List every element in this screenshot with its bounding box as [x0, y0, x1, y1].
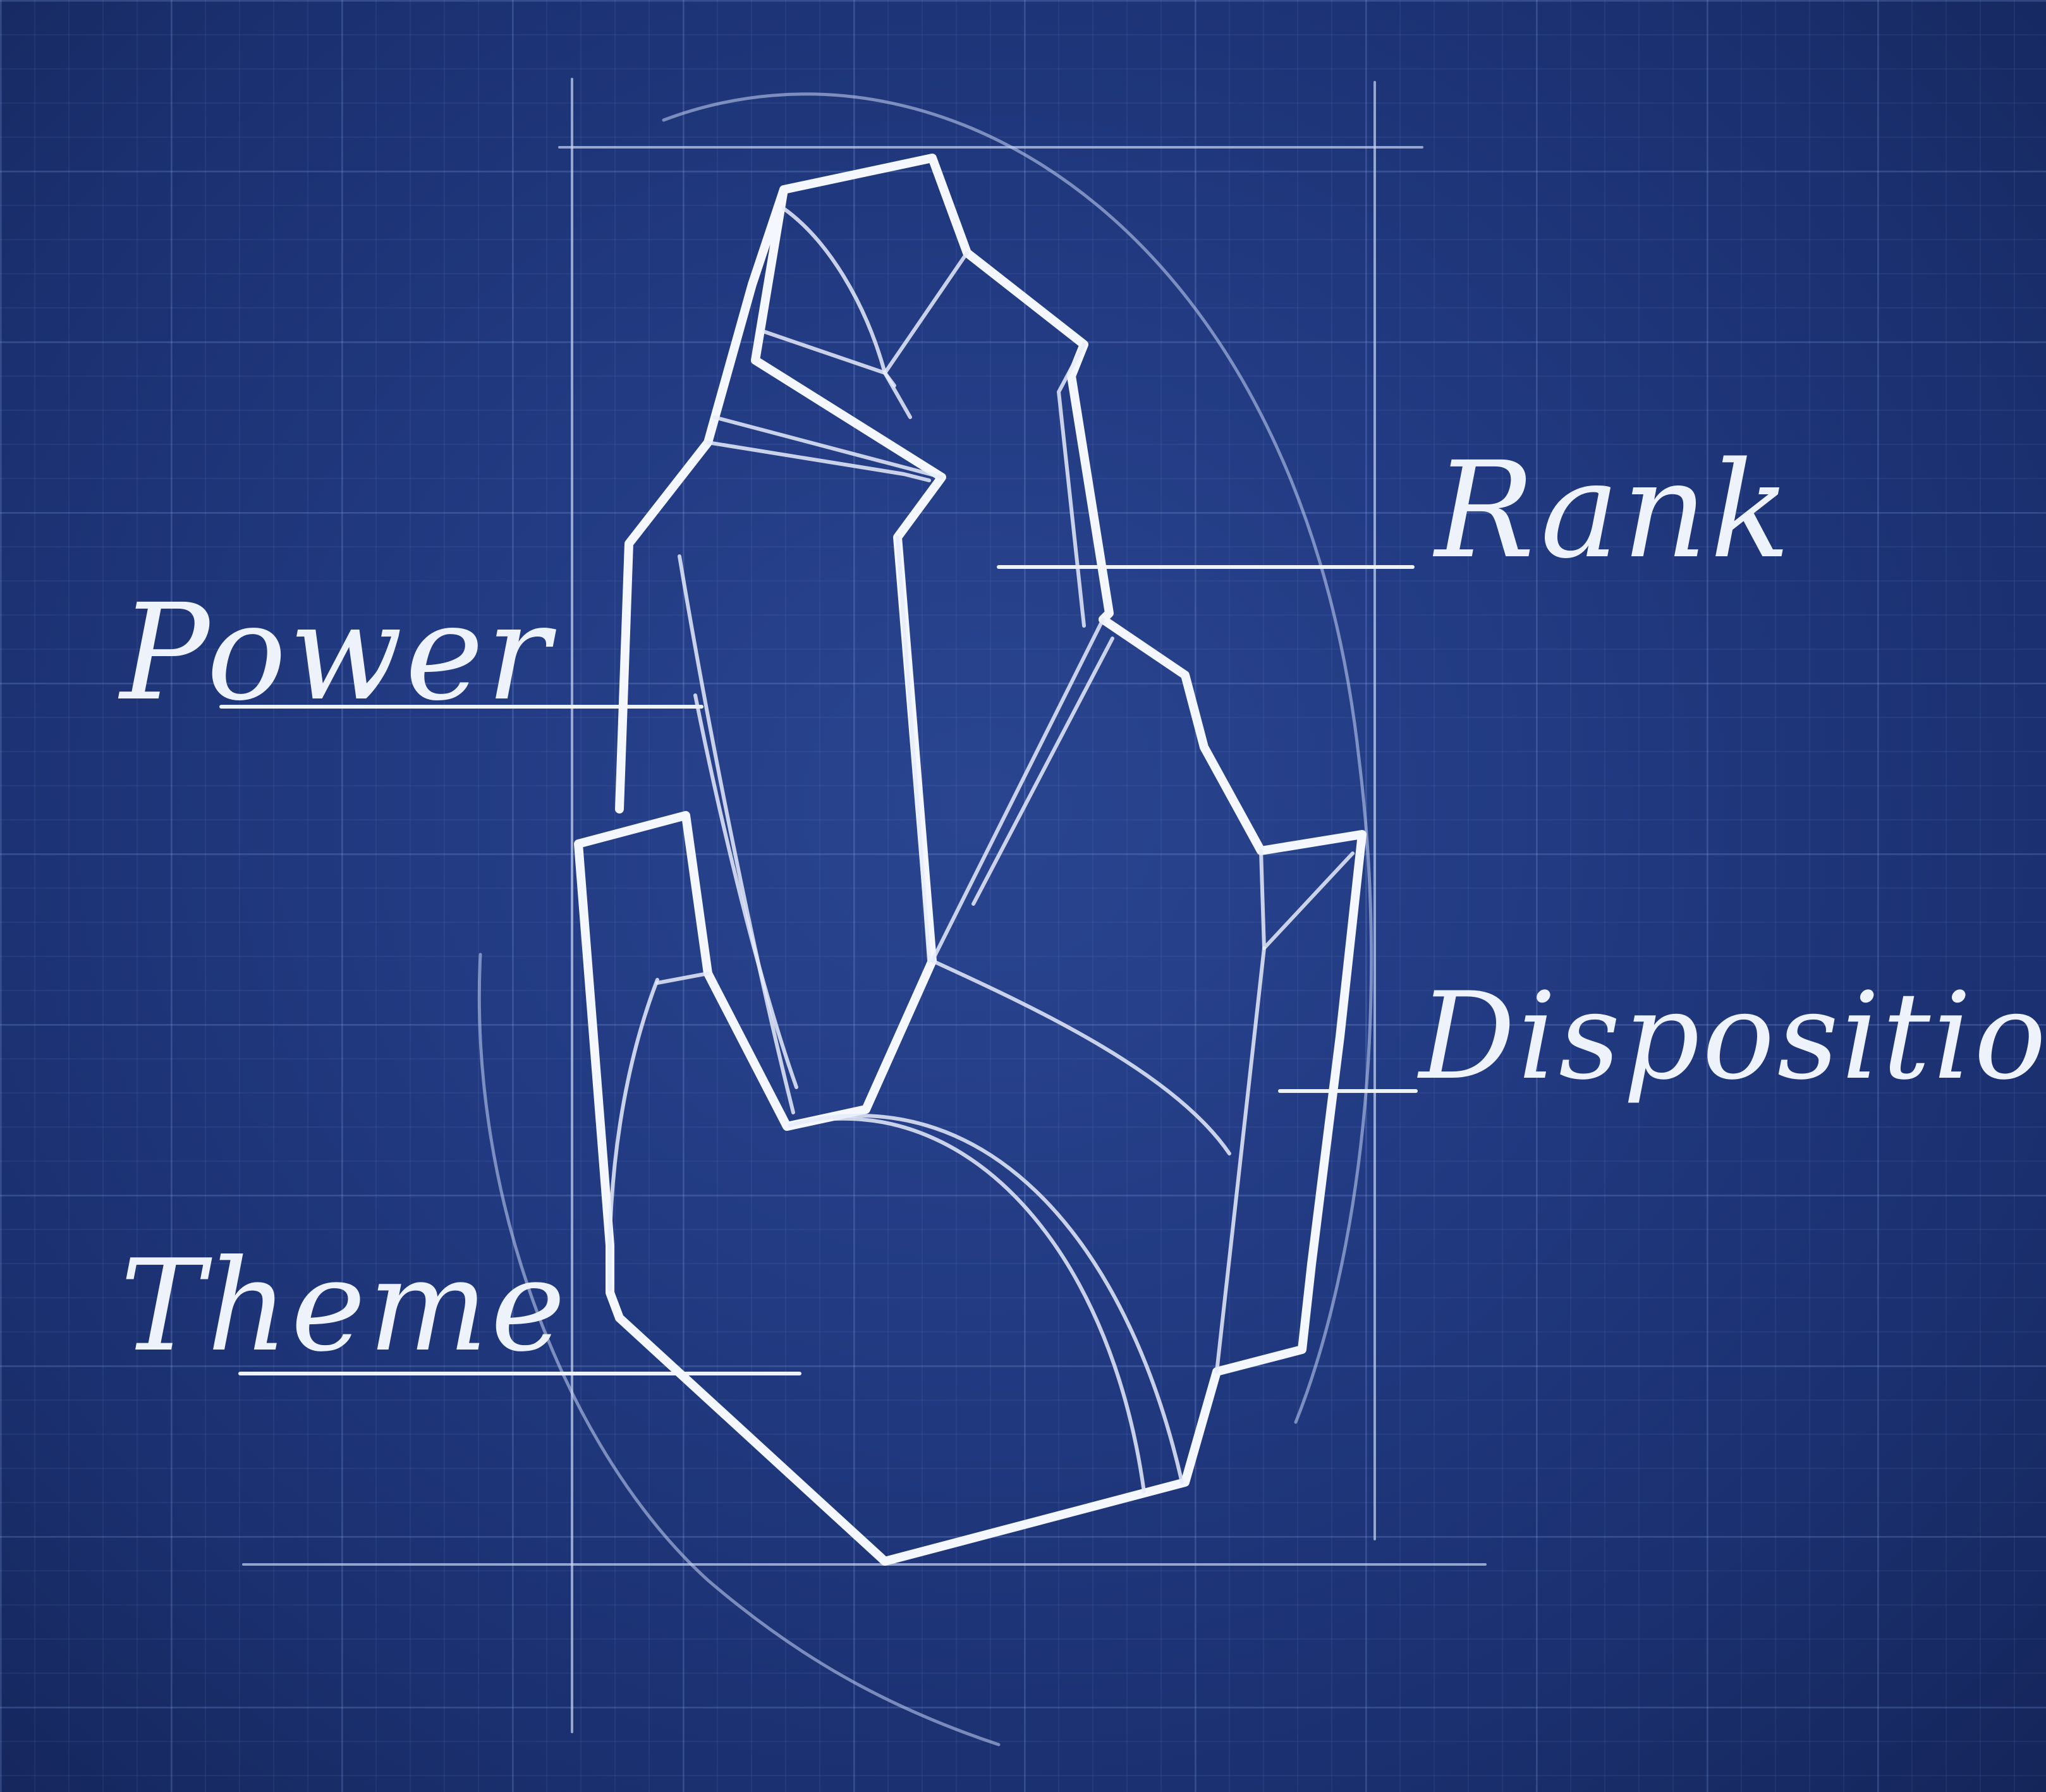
facet-left-column: [678, 554, 795, 1114]
label-disposition: Disposition: [1417, 966, 2046, 1106]
label-rank: Rank: [1432, 433, 1793, 588]
construction-arcs: [477, 92, 1373, 1746]
facet-right-face: [1259, 849, 1355, 950]
facet-right-column: [1057, 343, 1086, 628]
facet-diagonal-2: [971, 637, 1114, 906]
facet-base-curve-outer: [788, 1114, 1184, 1484]
facet-left-column-2: [693, 693, 798, 1089]
crystal-left-spine: [615, 185, 788, 814]
construction-lines: [242, 78, 1487, 1733]
arc-left: [477, 953, 1001, 1746]
facet-inner-column: [896, 535, 931, 963]
facet-right-edge: [1215, 946, 1266, 1374]
facet-diagonal: [930, 618, 1105, 963]
facet-mid-band-low: [712, 415, 944, 479]
facet-left-lower-curve: [607, 978, 659, 1291]
crystal-main-outline: [574, 154, 1367, 1566]
facet-mid-band: [706, 441, 931, 482]
facet-base-curve-inner: [832, 1116, 1146, 1494]
facet-lower-sweep: [930, 959, 1231, 1155]
facet-notch: [883, 251, 969, 419]
facet-top-left-curve: [782, 207, 887, 375]
arc-right: [662, 92, 1373, 1424]
crystal-outline: [574, 154, 1367, 1566]
label-theme: Theme: [120, 1233, 568, 1380]
crystal-facets: [607, 207, 1355, 1494]
label-power: Power: [118, 575, 556, 730]
facet-left-lower-line: [655, 972, 710, 985]
